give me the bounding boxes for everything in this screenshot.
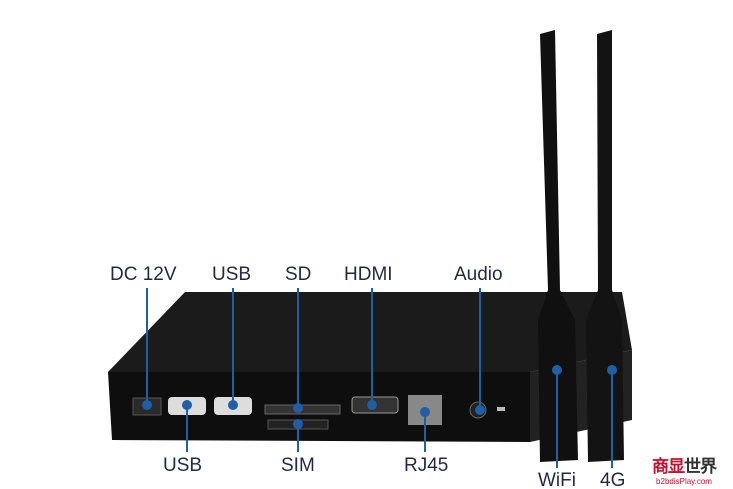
watermark-logo: 商显世界 b2bdisPlay.com	[652, 452, 717, 486]
box-top	[108, 292, 632, 372]
4g-antenna	[586, 30, 624, 462]
label-sd: SD	[285, 264, 312, 285]
watermark-brand-red: 商显	[652, 457, 685, 476]
label-hdmi: HDMI	[344, 264, 393, 285]
label-sim: SIM	[281, 455, 315, 476]
watermark-site: b2bdisPlay.com	[656, 477, 712, 486]
label-dc-12v: DC 12V	[110, 264, 177, 285]
watermark-brand-dark: 世界	[684, 457, 717, 476]
label-wifi: WiFi	[538, 470, 576, 489]
label-usb-top: USB	[212, 264, 252, 285]
label-usb-bottom: USB	[163, 455, 203, 476]
label-rj45: RJ45	[404, 455, 449, 476]
label-4g: 4G	[600, 470, 626, 489]
label-audio: Audio	[454, 264, 503, 285]
wifi-antenna	[538, 30, 578, 462]
led	[497, 407, 505, 411]
